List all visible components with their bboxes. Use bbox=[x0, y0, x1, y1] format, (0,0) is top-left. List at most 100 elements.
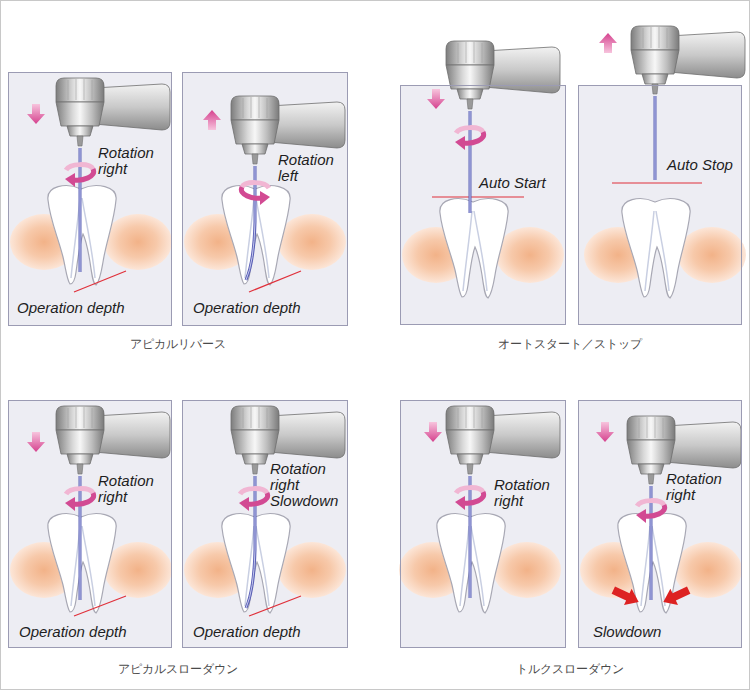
caption-slot: アピカルスローダウン bbox=[118, 659, 238, 677]
tooth-figure bbox=[584, 199, 746, 298]
panel-figure bbox=[400, 41, 566, 325]
panel-text: Operation depth bbox=[19, 624, 127, 640]
panel-text: Rotation right bbox=[666, 471, 738, 503]
text-slot: Auto Start bbox=[479, 174, 546, 192]
panel-text: Operation depth bbox=[17, 300, 125, 316]
mode-panel: Rotation rightOperation depth bbox=[8, 400, 172, 648]
depth-line bbox=[74, 271, 126, 292]
mode-panel: Auto Start bbox=[400, 85, 566, 325]
rotation-arrow bbox=[241, 183, 270, 205]
panel-figure bbox=[8, 72, 172, 326]
caption-slot: アピカルリバース bbox=[130, 334, 226, 352]
mode-panel: Rotation rightSlowdown bbox=[578, 400, 742, 648]
panel-ground bbox=[400, 400, 566, 648]
text-slot: Rotation right bbox=[666, 471, 738, 504]
panel-text: Rotation right Slowdown bbox=[270, 461, 344, 509]
down-arrow bbox=[27, 104, 45, 124]
text-slot: Rotation left bbox=[278, 152, 344, 185]
text-slot: Operation depth bbox=[193, 299, 301, 317]
handpiece bbox=[446, 41, 560, 109]
file-shine bbox=[80, 476, 81, 600]
panel-text: Auto Stop bbox=[667, 157, 733, 173]
text-slot: Slowdown bbox=[593, 623, 661, 641]
panel-figure bbox=[399, 400, 566, 648]
depth-line bbox=[249, 596, 301, 616]
handpiece bbox=[446, 406, 560, 474]
rotation-arrow bbox=[455, 128, 484, 150]
down-arrow bbox=[27, 432, 45, 452]
tooth-figure bbox=[399, 514, 561, 613]
file bbox=[246, 476, 255, 608]
rotation-arrow bbox=[65, 165, 94, 187]
text-slot: Auto Stop bbox=[667, 156, 733, 174]
panel-text: Slowdown bbox=[593, 624, 661, 640]
panel-figure bbox=[8, 400, 172, 648]
tooth-figure bbox=[10, 186, 172, 285]
tooth-figure bbox=[184, 514, 346, 613]
pressure-arrow bbox=[660, 582, 693, 610]
handpiece bbox=[631, 26, 745, 94]
panel-ground bbox=[578, 400, 742, 648]
panel-text: Auto Start bbox=[479, 175, 546, 191]
down-arrow bbox=[424, 422, 442, 442]
file bbox=[654, 96, 657, 180]
panel-text: Rotation right bbox=[98, 473, 168, 505]
caption-slot: トルクスローダウン bbox=[516, 659, 624, 677]
tooth-figure bbox=[580, 514, 742, 613]
caption-label: オートスタート／ストップ bbox=[498, 337, 642, 352]
mode-panel: Rotation rightOperation depth bbox=[8, 72, 172, 326]
panel-ground bbox=[8, 72, 172, 326]
up-arrow bbox=[599, 33, 617, 53]
depth-line bbox=[249, 271, 301, 292]
text-slot: Rotation right bbox=[98, 473, 168, 506]
panel-figure bbox=[578, 26, 746, 325]
text-slot: Operation depth bbox=[17, 299, 125, 317]
file bbox=[469, 476, 472, 598]
pressure-arrow bbox=[610, 582, 643, 610]
mode-panel: Rotation right SlowdownOperation depth bbox=[182, 400, 348, 648]
start-line bbox=[432, 196, 524, 197]
rotation-arrow bbox=[636, 501, 665, 523]
panel-text: Operation depth bbox=[193, 624, 301, 640]
stop-line bbox=[612, 182, 702, 183]
up-arrow bbox=[203, 110, 221, 130]
panel-ground bbox=[8, 400, 172, 648]
text-slot: Rotation right bbox=[494, 477, 562, 510]
rotation-arrow bbox=[65, 489, 94, 511]
panel-text: Rotation right bbox=[98, 145, 168, 177]
text-slot: Operation depth bbox=[193, 623, 301, 641]
panel-ground bbox=[182, 400, 348, 648]
text-slot: Rotation right Slowdown bbox=[270, 461, 344, 510]
panel-text: Rotation right bbox=[494, 477, 562, 509]
mode-panel: Rotation leftOperation depth bbox=[182, 72, 348, 326]
caption-label: アピカルスローダウン bbox=[118, 662, 238, 677]
down-arrow bbox=[427, 89, 445, 109]
panel-ground bbox=[400, 85, 566, 325]
file-shine bbox=[246, 476, 255, 608]
tooth-figure bbox=[402, 199, 564, 298]
file-shine bbox=[655, 96, 656, 180]
panel-figure bbox=[182, 400, 348, 648]
panel-text: Operation depth bbox=[193, 300, 301, 316]
rotation-arrow bbox=[239, 489, 268, 511]
panel-text: Rotation left bbox=[278, 152, 344, 184]
down-arrow bbox=[596, 422, 614, 442]
caption-label: アピカルリバース bbox=[130, 337, 226, 352]
panel-ground bbox=[182, 72, 348, 326]
panel-figure bbox=[182, 72, 348, 326]
handpiece bbox=[56, 78, 170, 146]
tooth-figure bbox=[10, 514, 172, 613]
caption-label: トルクスローダウン bbox=[516, 662, 624, 677]
caption-slot: オートスタート／ストップ bbox=[498, 334, 642, 352]
panel-figure bbox=[578, 400, 742, 648]
mode-panel: Rotation right bbox=[400, 400, 566, 648]
handpiece bbox=[56, 406, 170, 474]
mode-panel: Auto Stop bbox=[578, 85, 742, 325]
file-shine bbox=[470, 476, 471, 598]
text-slot: Operation depth bbox=[19, 623, 127, 641]
text-slot: Rotation right bbox=[98, 145, 168, 178]
file bbox=[79, 476, 82, 600]
rotation-arrow bbox=[455, 488, 484, 510]
